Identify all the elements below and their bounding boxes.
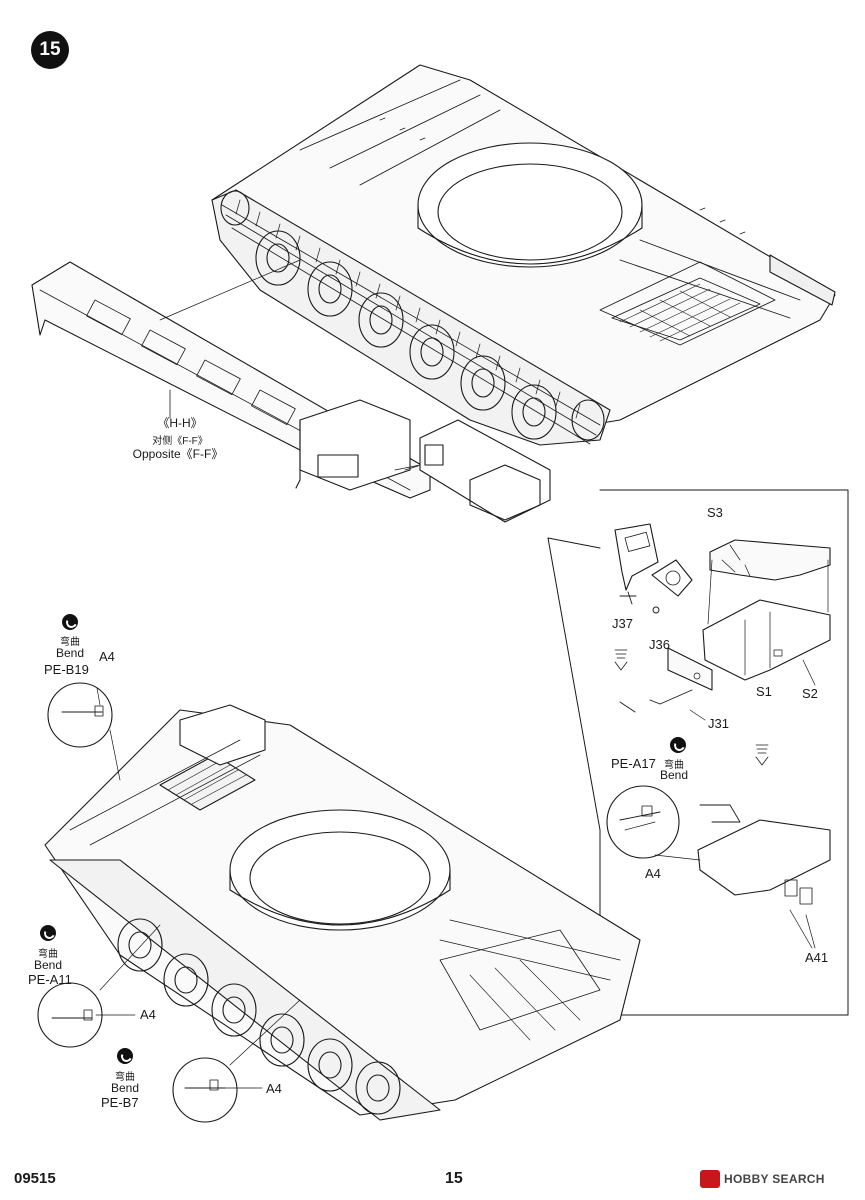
bend-icon: [40, 925, 56, 941]
hobby-search-logo: [700, 1170, 720, 1188]
pe-b7-code: PE-B7: [101, 1095, 139, 1110]
hobby-search-watermark: HOBBY SEARCH: [700, 1168, 825, 1190]
part-label-j36: J36: [649, 637, 670, 652]
upper-hull-drawing: [211, 64, 836, 446]
bend-detail-pe-b19: [47, 682, 121, 781]
pe-b19-part: A4: [99, 649, 115, 664]
pe-b7-en: Bend: [110, 1081, 140, 1095]
bend-icon: [670, 737, 686, 753]
bend-icon: [62, 614, 78, 630]
bend-detail-pe-b7: [172, 999, 301, 1123]
part-label-s3: S3: [707, 505, 723, 520]
page-number: 15: [445, 1170, 463, 1187]
pe-a17-cn: 弯曲: [664, 760, 684, 771]
pe-a11-code: PE-A11: [28, 972, 72, 987]
step-number-badge: 15: [31, 31, 69, 69]
part-label-s1: S1: [756, 684, 772, 699]
pe-a11-part: A4: [140, 1007, 156, 1022]
pe-a17-en: Bend: [660, 768, 689, 782]
bend-icon: [117, 1048, 133, 1064]
part-label-a41: A41: [805, 950, 829, 965]
part-label-j31: J31: [708, 716, 729, 731]
side-skirt-part: [31, 261, 431, 499]
pe-a17-code: PE-A17: [611, 756, 656, 771]
part-label-j37: J37: [612, 616, 633, 631]
pe-b19-code: PE-B19: [44, 662, 89, 677]
watermark-text: HOBBY SEARCH: [724, 1172, 825, 1186]
callout-ff-en-label: Opposite《F-F》: [132, 447, 224, 461]
pe-a11-en: Bend: [33, 958, 63, 972]
callout-hh-label: 《H-H》: [157, 416, 203, 430]
pe-b7-part: A4: [266, 1081, 282, 1096]
pe-b19-en: Bend: [55, 646, 85, 660]
bend-detail-pe-a11: [37, 924, 161, 1048]
part-label-s2: S2: [802, 686, 818, 701]
callout-ff-cn-label: 对侧《F-F》: [152, 436, 208, 447]
part-label-a4-inset: A4: [645, 866, 661, 881]
lower-hull-drawing: [44, 704, 641, 1121]
pe-a11-cn: 弯曲: [38, 949, 58, 960]
pe-b19-cn: 弯曲: [60, 637, 80, 648]
rear-stowage-box: [394, 419, 551, 523]
product-code: 09515: [14, 1170, 56, 1187]
pe-b7-cn: 弯曲: [115, 1072, 135, 1083]
